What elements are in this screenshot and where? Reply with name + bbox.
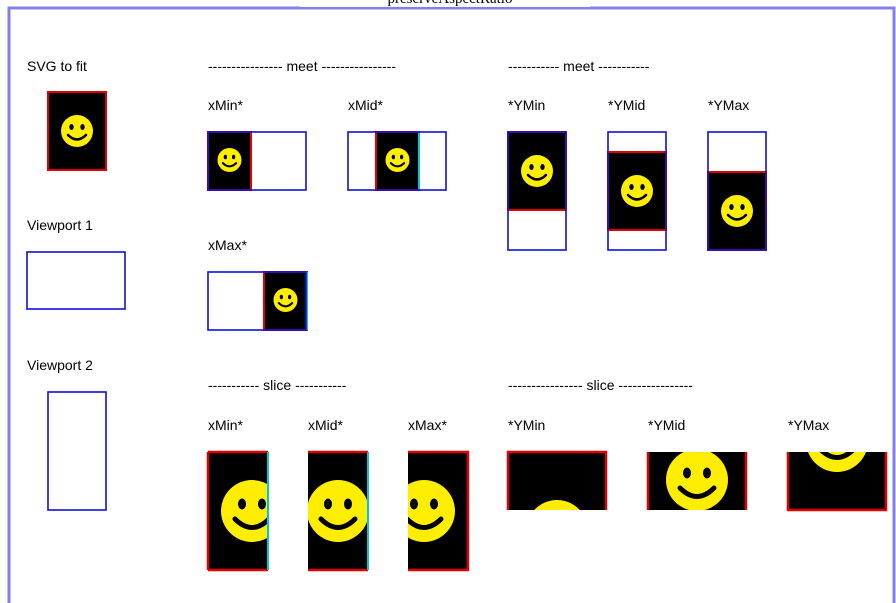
slice-ymin-viewport xyxy=(506,450,608,562)
slice-y-header: ---------------- slice ---------------- xyxy=(508,377,693,393)
meet-ymin-viewport xyxy=(507,131,567,251)
viewport1-label: Viewport 1 xyxy=(27,217,93,233)
smiley-face-icon xyxy=(384,147,411,173)
viewport2-label: Viewport 2 xyxy=(27,357,93,373)
slice-xmid-viewport xyxy=(307,450,369,572)
meet-xmin-viewport xyxy=(207,131,307,191)
slice-x-header: ----------- slice ----------- xyxy=(208,377,347,393)
meet-y-header: ----------- meet ----------- xyxy=(508,58,650,74)
viewport2-box xyxy=(47,391,107,511)
slice-xmax-label: xMax* xyxy=(408,417,447,433)
meet-ymid-label: *YMid xyxy=(608,97,645,113)
slice-ymin-label: *YMin xyxy=(508,417,545,433)
smiley-face-icon xyxy=(666,449,728,511)
outer-frame xyxy=(7,6,896,603)
smiley-face-icon xyxy=(221,480,283,542)
slice-ymid-viewport xyxy=(646,449,748,511)
svg-to-fit-image xyxy=(47,91,107,171)
smiley-face-icon xyxy=(719,193,755,229)
meet-ymid-viewport xyxy=(607,131,667,251)
caption-background xyxy=(300,0,590,7)
meet-xmax-viewport xyxy=(207,271,308,331)
meet-ymin-label: *YMin xyxy=(508,97,545,113)
meet-xmin-label: xMin* xyxy=(208,97,244,113)
meet-xmax-label: xMax* xyxy=(208,237,247,253)
meet-ymax-label: *YMax xyxy=(708,97,749,113)
slice-xmid-label: xMid* xyxy=(308,417,344,433)
smiley-face-icon xyxy=(272,287,299,313)
smiley-face-icon xyxy=(216,147,243,173)
smiley-face-icon xyxy=(519,153,555,189)
slice-ymax-label: *YMax xyxy=(788,417,829,433)
viewport1-box xyxy=(26,251,126,310)
smiley-face-icon xyxy=(59,113,95,149)
slice-xmin-label: xMin* xyxy=(208,417,244,433)
caption: preserveAspectRatio xyxy=(388,0,513,7)
slice-ymax-viewport xyxy=(786,452,888,512)
smiley-face-icon xyxy=(307,480,369,542)
svg-to-fit-label: SVG to fit xyxy=(27,58,87,74)
slice-ymid-label: *YMid xyxy=(648,417,685,433)
meet-xmid-viewport xyxy=(347,131,447,191)
slice-xmin-viewport xyxy=(206,450,283,572)
smiley-face-icon xyxy=(526,500,588,562)
meet-ymax-viewport xyxy=(707,131,767,251)
smiley-face-icon xyxy=(393,480,455,542)
meet-x-header: ---------------- meet ---------------- xyxy=(208,58,396,74)
slice-xmax-viewport xyxy=(393,450,470,572)
meet-xmid-label: xMid* xyxy=(348,97,384,113)
smiley-face-icon xyxy=(619,173,655,209)
